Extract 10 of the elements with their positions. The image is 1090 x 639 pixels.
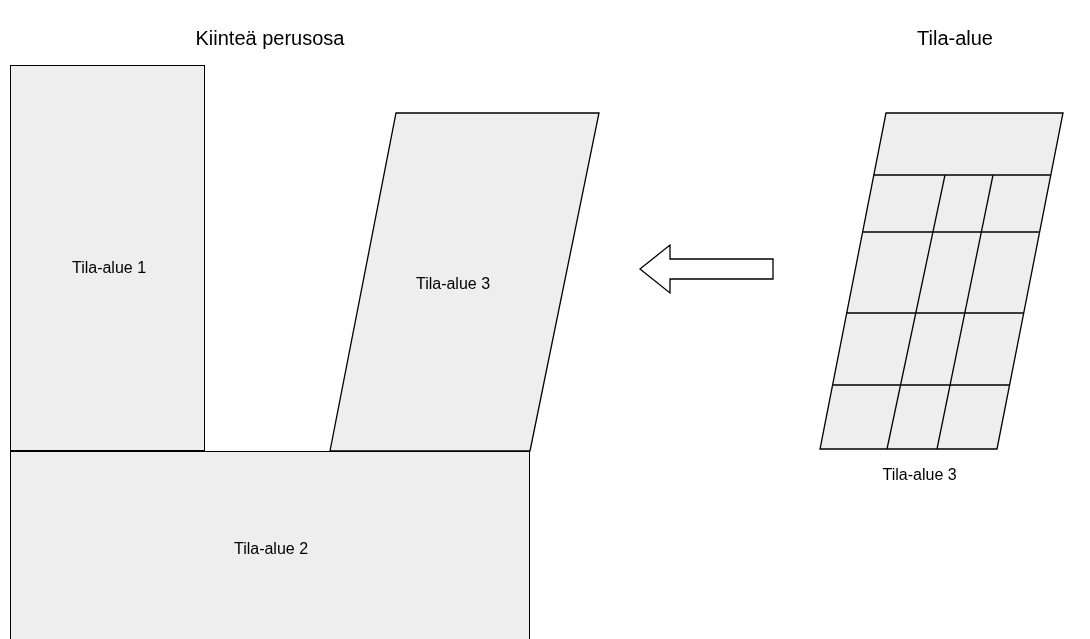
area-label: Tila-alue 1: [71, 259, 147, 277]
section-heading: Kiinteä perusosa: [195, 26, 345, 50]
area-label: Tila-alue 3: [415, 275, 491, 293]
area-label: Tila-alue 2: [233, 540, 309, 558]
section-heading: Tila-alue: [917, 26, 993, 50]
area-box: [10, 451, 530, 639]
area-label: Tila-alue 3: [882, 466, 957, 484]
area-box: [10, 65, 205, 451]
parallelogram-area: [330, 113, 599, 451]
block-arrow: [638, 243, 774, 295]
